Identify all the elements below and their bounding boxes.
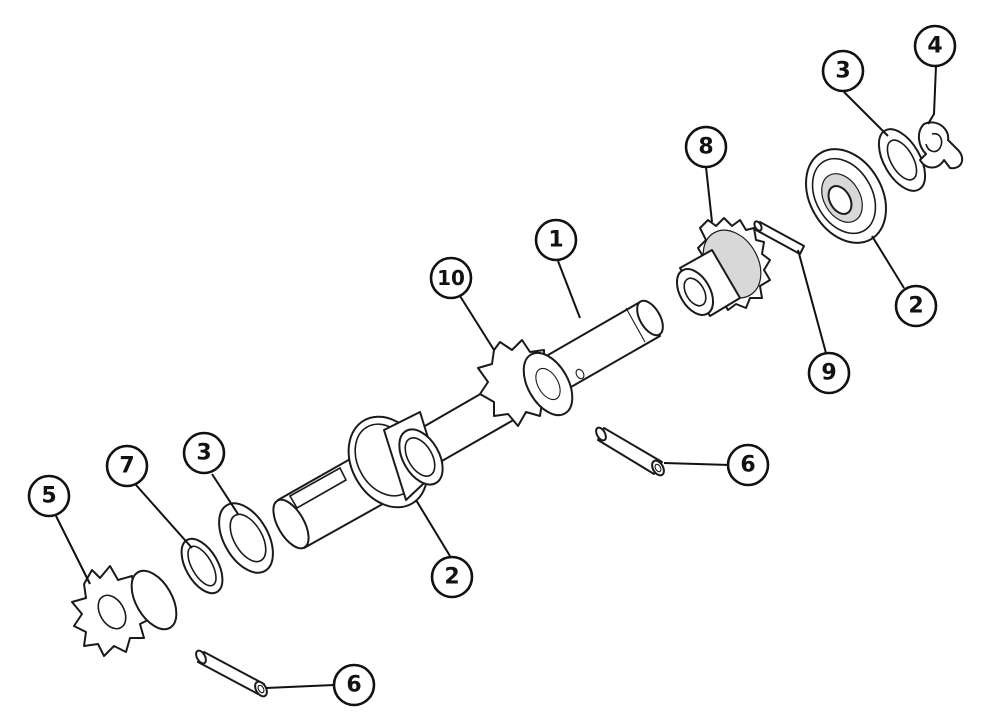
- svg-text:9: 9: [821, 361, 836, 386]
- svg-text:5: 5: [41, 484, 56, 509]
- leader-8: [705, 166, 713, 223]
- washer-part-3-lower: [218, 502, 274, 574]
- svg-text:8: 8: [698, 135, 713, 160]
- callout-4: 4: [913, 24, 957, 68]
- leader-5: [55, 515, 91, 585]
- callout-7: 7: [105, 444, 149, 488]
- callout-8: 8: [684, 125, 728, 169]
- leader-2b: [415, 499, 451, 557]
- callout-6-right: 6: [726, 443, 770, 487]
- svg-text:7: 7: [119, 454, 134, 479]
- pin-part-6-lower: [195, 649, 268, 698]
- svg-text:4: 4: [927, 34, 942, 59]
- gear-part-8: [675, 217, 771, 317]
- leader-lines: [55, 65, 937, 689]
- svg-text:6: 6: [346, 673, 361, 698]
- key-part-9: [753, 220, 805, 255]
- leader-6a: [663, 462, 731, 466]
- callout-6-lower: 6: [332, 663, 376, 707]
- leader-10: [459, 295, 495, 351]
- callout-5: 5: [27, 474, 71, 518]
- shaft-part-1: [272, 299, 664, 550]
- leader-6b: [265, 684, 335, 689]
- leader-1: [557, 260, 581, 319]
- leader-3b: [211, 473, 239, 515]
- svg-text:6: 6: [740, 453, 755, 478]
- callouts: 1 2 2 3 3 4 5 6: [27, 24, 957, 707]
- svg-text:3: 3: [835, 59, 850, 84]
- callout-2-upper: 2: [894, 284, 938, 328]
- svg-text:2: 2: [908, 294, 923, 319]
- washer-part-3-upper: [877, 128, 927, 192]
- svg-text:10: 10: [437, 266, 465, 290]
- leader-4: [927, 65, 937, 125]
- leader-3a: [843, 91, 889, 137]
- svg-text:2: 2: [444, 565, 459, 590]
- pin-part-6-right: [595, 426, 665, 477]
- flange-bearing-part-2-lower: [347, 411, 444, 509]
- callout-9: 9: [807, 351, 851, 395]
- e-clip-part-4: [918, 121, 964, 170]
- callout-3-lower: 3: [182, 431, 226, 475]
- svg-text:3: 3: [196, 441, 211, 466]
- sprocket-part-5: [71, 565, 178, 657]
- callout-10: 10: [429, 256, 473, 300]
- leader-2a: [871, 235, 905, 289]
- callout-1: 1: [534, 218, 578, 262]
- callout-3-upper: 3: [821, 49, 865, 93]
- flange-bearing-part-2-upper: [805, 148, 887, 244]
- sprocket-part-10: [477, 339, 574, 427]
- leader-9: [797, 249, 827, 354]
- leader-7: [135, 484, 193, 549]
- o-ring-part-7: [180, 537, 224, 595]
- callout-2-lower: 2: [430, 555, 474, 599]
- svg-text:1: 1: [548, 228, 563, 253]
